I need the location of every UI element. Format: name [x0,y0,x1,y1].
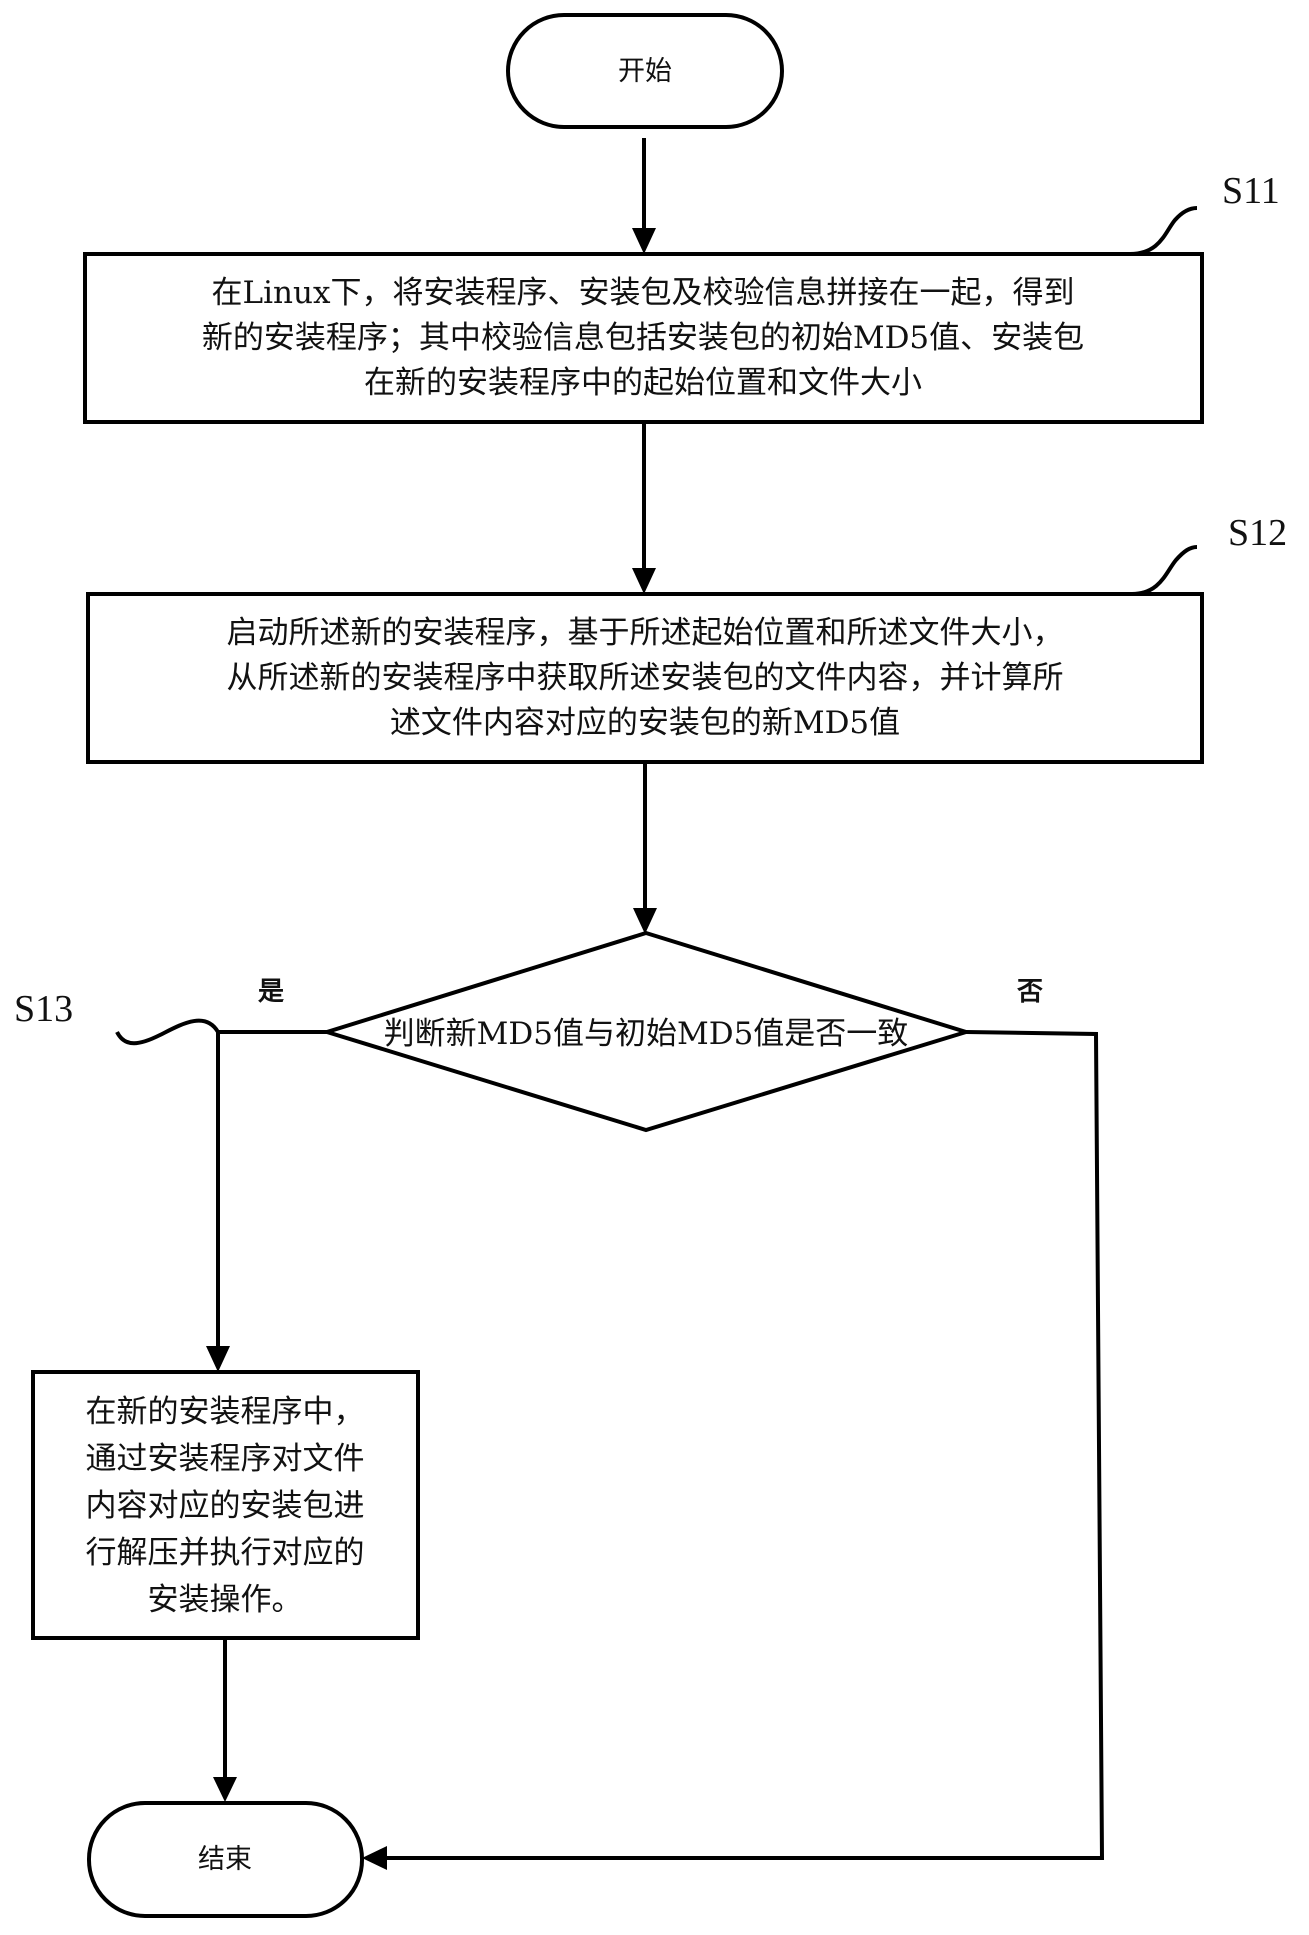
yes-branch-label: 是 [258,977,284,1007]
decision-text: 判断新MD5值与初始MD5值是否一致 [384,1016,909,1052]
arrowhead-down-icon [213,1777,237,1802]
s11-step-label: S11 [1222,170,1280,212]
edge-s13-to-end [213,1638,237,1802]
s12-text-line-2: 从所述新的安装程序中获取所述安装包的文件内容，并计算所 [227,660,1064,696]
arrowhead-down-icon [633,908,657,934]
end-node: 结束 [87,1801,364,1918]
decision-node: 判断新MD5值与初始MD5值是否一致 [320,930,973,1133]
s11-callout-leader [1129,206,1198,256]
s11-process-box [83,252,1204,424]
step-s12: 启动所述新的安装程序，基于所述起始位置和所述文件大小， 从所述新的安装程序中获取… [86,512,1287,764]
s12-callout-leader [1131,545,1198,596]
s11-text-line-2: 新的安装程序；其中校验信息包括安装包的初始MD5值、安装包 [202,320,1084,356]
s13-step-label: S13 [14,988,73,1030]
edge-s12-to-decision [633,762,657,934]
end-label: 结束 [198,1844,252,1875]
s13-text-line-1: 在新的安装程序中， [86,1394,365,1430]
edge-s11-to-s12 [632,422,656,594]
s12-text-line-3: 述文件内容对应的安装包的新MD5值 [390,705,900,741]
s13-text-line-4: 行解压并执行对应的 [86,1535,365,1571]
no-connector-line [386,1030,1105,1860]
arrowhead-left-icon [362,1846,387,1870]
s13-text-line-3: 内容对应的安装包进 [86,1488,365,1524]
s12-step-label: S12 [1228,512,1287,554]
edge-decision-yes-to-s13: 是 S13 [14,977,327,1372]
end-terminator-shape [87,1801,364,1918]
edge-start-to-s11 [632,138,656,254]
start-terminator-shape [506,13,784,129]
step-s11: 在Linux下，将安装程序、安装包及校验信息拼接在一起，得到 新的安装程序；其中… [83,170,1280,424]
arrowhead-down-icon [632,568,656,594]
no-branch-label: 否 [1017,977,1043,1007]
s13-callout-leader [115,1018,220,1046]
s12-text-line-1: 启动所述新的安装程序，基于所述起始位置和所述文件大小， [227,615,1064,651]
step-s13: 在新的安装程序中， 通过安装程序对文件 内容对应的安装包进 行解压并执行对应的 … [31,1370,420,1640]
arrowhead-down-icon [632,228,656,254]
decision-diamond-shape [320,930,973,1133]
s13-text-line-5: 安装操作。 [148,1582,303,1618]
s11-text-line-1: 在Linux下，将安装程序、安装包及校验信息拼接在一起，得到 [212,275,1075,311]
arrowhead-down-icon [206,1346,230,1372]
s13-text-line-2: 通过安装程序对文件 [86,1441,365,1477]
edge-decision-no-to-end: 否 [362,977,1105,1870]
s13-process-box [31,1370,420,1640]
start-node: 开始 [506,13,784,129]
start-label: 开始 [618,56,672,87]
yes-connector-line [216,1030,327,1350]
s11-text-line-3: 在新的安装程序中的起始位置和文件大小 [364,365,922,401]
